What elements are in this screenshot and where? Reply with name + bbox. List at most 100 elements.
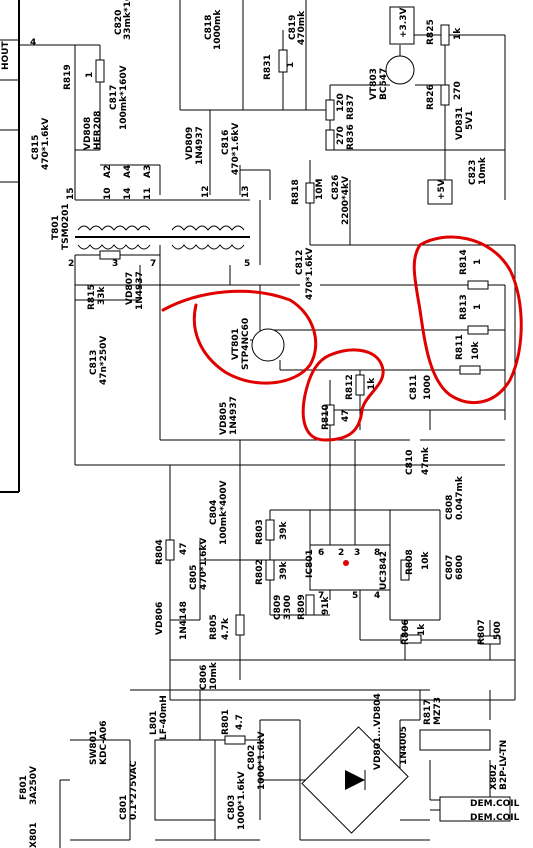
label-vd808: VD808	[83, 117, 93, 150]
label-c804: C804	[209, 500, 219, 525]
label-r809: R809	[297, 594, 307, 620]
label-r805v: 4.7k	[221, 617, 231, 640]
label-vd831v: 5V1	[465, 111, 475, 131]
red-loop-r810-r812	[301, 348, 385, 442]
label-p8: 8	[374, 548, 380, 558]
label-c801: C801	[119, 795, 129, 820]
r807-body	[479, 635, 501, 645]
label-r808: R808	[405, 549, 415, 575]
ic801-body	[309, 544, 391, 591]
label-r805: R805	[209, 614, 219, 640]
v5-box	[427, 179, 453, 205]
label-r813v: 1	[473, 304, 483, 310]
label-vd805t: 1N4937	[229, 396, 239, 435]
label-vd806t: 1N4148	[179, 601, 189, 640]
label-r810: R810	[321, 404, 331, 430]
label-r836v: 270	[336, 126, 346, 145]
label-r803: R803	[255, 519, 265, 545]
label-uc3842: UC3842	[379, 551, 389, 590]
label-r807v: 500	[493, 621, 503, 640]
label-c815v: 470*1.6kV	[41, 118, 51, 170]
label-vd807t: 1N4937	[135, 271, 145, 310]
label-c808: C808	[445, 495, 455, 520]
label-r815: R815	[87, 284, 97, 310]
label-r819: R819	[63, 64, 73, 90]
label-r810v: 47	[341, 409, 351, 422]
wiring	[19, 0, 516, 848]
label-p3: 3	[112, 259, 118, 269]
label-r814v: 1	[473, 259, 483, 265]
label-r809v: 91k	[321, 595, 331, 615]
label-c819v: 470mk	[297, 10, 307, 45]
label-r836: R836	[346, 124, 356, 150]
label-r811v: 10k	[471, 340, 481, 360]
label-vd806: VD806	[155, 602, 165, 635]
red-loop-r811-r814	[412, 235, 523, 404]
label-f801t: 3A250V	[29, 766, 39, 805]
label-r819v: 1	[85, 72, 95, 78]
red-loop-vt801	[161, 289, 318, 385]
label-vd831: VD831	[455, 107, 465, 140]
label-r804: R804	[155, 539, 165, 565]
label-c803v: 1000*1.6kV	[237, 771, 247, 830]
label-c813: C813	[89, 350, 99, 375]
label-r814: R814	[459, 249, 469, 275]
label-c801v: 0.1*275VAC	[129, 760, 139, 820]
transformer-coils	[75, 225, 250, 250]
label-c810v: 47mk	[421, 446, 431, 475]
label-c815: C815	[31, 135, 41, 160]
label-t801: T801	[51, 215, 61, 240]
label-c813v: 47n*250V	[99, 336, 109, 385]
label-vt803: VT803	[369, 68, 379, 100]
vt801-body	[251, 328, 285, 362]
label-r807: R807	[477, 619, 487, 645]
label-pin4: 4	[30, 38, 36, 48]
label-c811v: 1000	[423, 375, 433, 400]
label-p12: 12	[201, 185, 211, 198]
label-pA2: A2	[103, 165, 113, 178]
label-sw801t: KDC-A06	[99, 721, 109, 765]
r815-body	[99, 250, 121, 260]
r812-body	[355, 374, 365, 396]
label-r812v: 1k	[367, 377, 377, 390]
red-annotations	[161, 235, 523, 442]
label-r826: R826	[426, 84, 436, 110]
label-p14: 14	[123, 187, 133, 200]
label-r815v: 33k	[97, 285, 107, 305]
label-x801: X801	[29, 822, 39, 848]
r803-body	[265, 519, 275, 541]
label-r817: R817	[423, 699, 433, 725]
label-vd801: VD801...VD804	[373, 693, 383, 770]
r809-body	[305, 594, 315, 616]
components	[95, 6, 511, 834]
label-c817: C817	[109, 85, 119, 110]
label-c805v: 470*1.6kV	[199, 538, 209, 590]
r805-body	[235, 614, 245, 636]
label-r802v: 39k	[279, 560, 289, 580]
label-r818v: 10M	[315, 178, 325, 200]
label-r802: R802	[255, 559, 265, 585]
label-p7b: 7	[318, 591, 324, 601]
label-l801: L801	[149, 710, 159, 735]
r818-body	[305, 182, 315, 204]
label-p7: 7	[150, 259, 156, 269]
r831-body	[278, 49, 288, 73]
label-c804v: 100mk*400V	[219, 480, 229, 545]
label-c819: C819	[288, 15, 298, 40]
r826-body	[440, 84, 450, 106]
label-p4b: 4	[374, 591, 380, 601]
label-t801t: TSM0201	[61, 203, 71, 250]
label-vd809t: 1N4937	[195, 126, 205, 165]
label-r837: R837	[346, 94, 356, 120]
label-sw801: SW801	[89, 730, 99, 765]
label-r825v: 1k	[453, 27, 463, 40]
label-p2: 2	[68, 259, 74, 269]
label-vd801t: 1N4005	[399, 726, 409, 765]
r804-body	[165, 539, 175, 561]
label-r831: R831	[263, 54, 273, 80]
label-c802: C802	[247, 745, 257, 770]
label-p11: 11	[143, 187, 153, 200]
label-p13: 13	[241, 185, 251, 198]
label-r831v: 1	[286, 62, 296, 68]
